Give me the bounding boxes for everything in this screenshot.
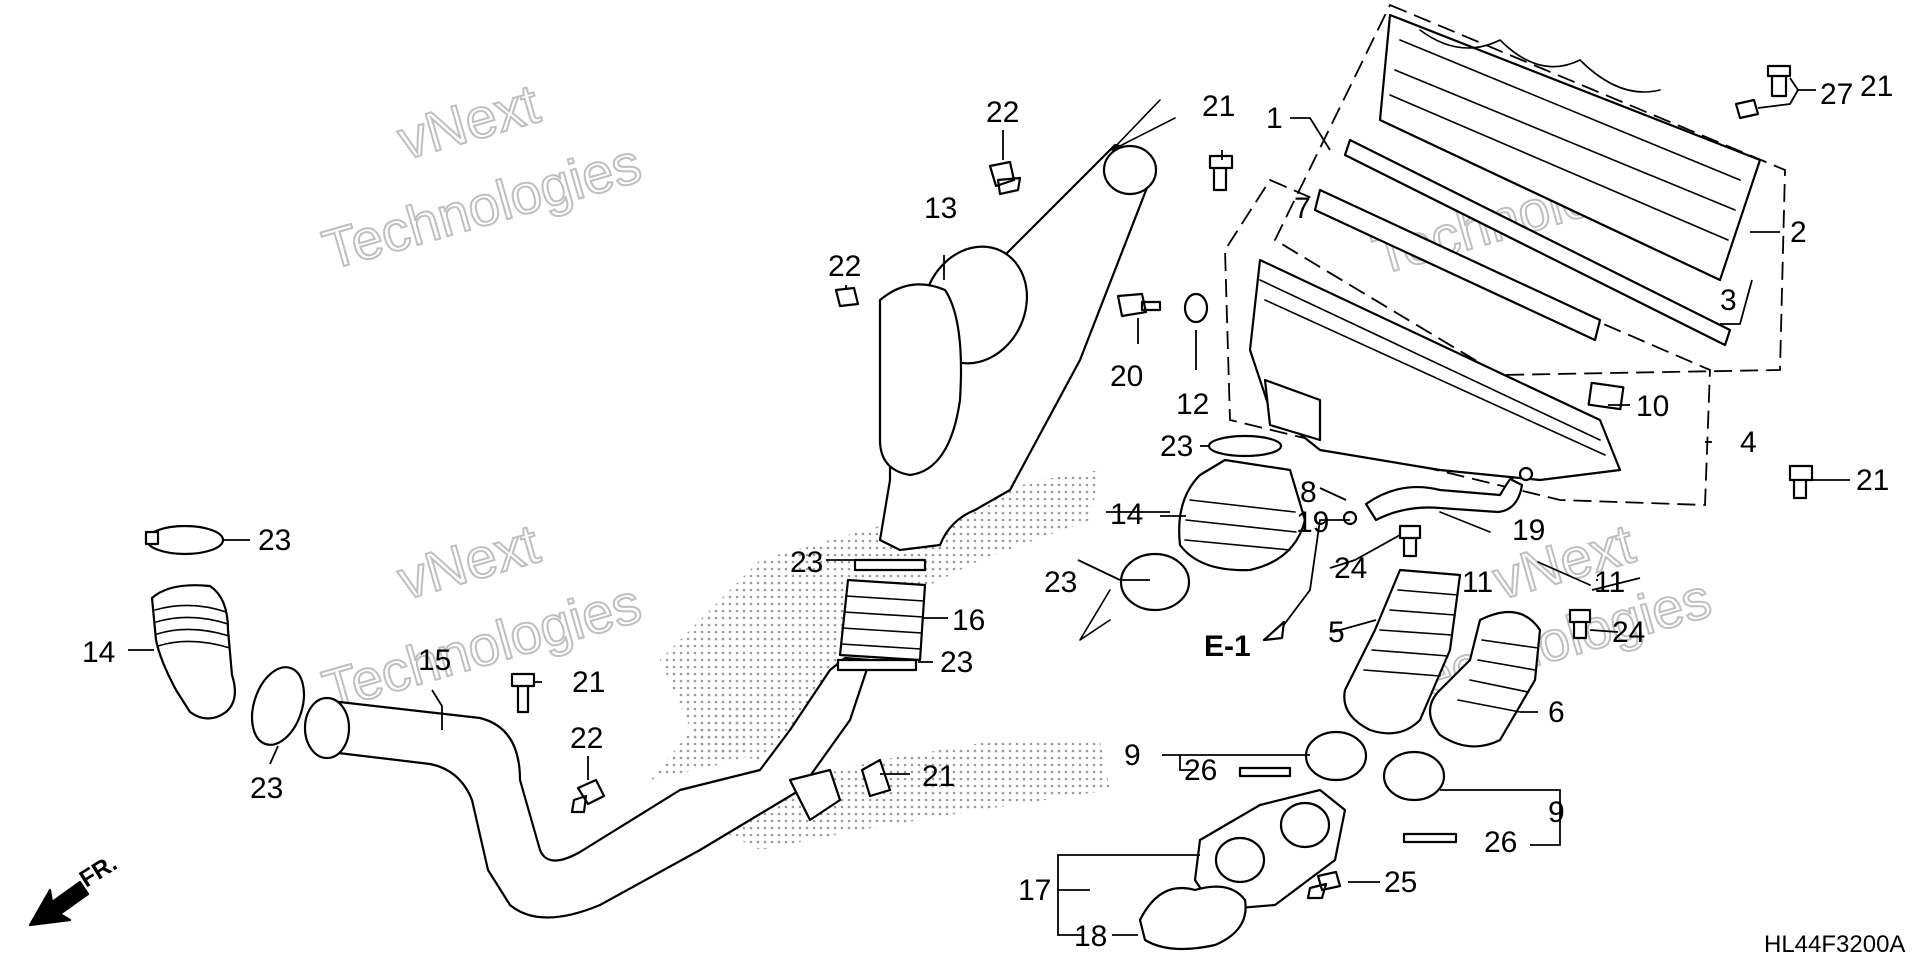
callout-21d: 21 xyxy=(922,760,955,793)
clamp-part-23 xyxy=(1119,552,1191,612)
callout-9b: 9 xyxy=(1548,796,1565,829)
clamp-part-9 xyxy=(1382,750,1446,802)
part-12 xyxy=(1183,292,1209,324)
bolt-part-26 xyxy=(1402,832,1458,844)
seal-part-23 xyxy=(836,658,918,672)
callout-21c: 21 xyxy=(572,666,605,699)
callout-1: 1 xyxy=(1266,102,1283,135)
air-cleaner-housing-part-4 xyxy=(1248,258,1622,482)
callout-4: 4 xyxy=(1740,426,1757,459)
bolt-part-25 xyxy=(1306,870,1342,900)
callout-22a: 22 xyxy=(986,96,1019,129)
callout-8: 8 xyxy=(1300,476,1317,509)
callout-17: 17 xyxy=(1018,874,1051,907)
watermark-line1: vNext xyxy=(391,71,546,171)
clip-part-22 xyxy=(834,286,860,308)
callout-23a: 23 xyxy=(258,524,291,557)
callout-9a: 9 xyxy=(1124,739,1141,772)
bolt-part-26 xyxy=(1238,766,1292,778)
callout-3: 3 xyxy=(1720,284,1737,317)
callout-14b: 14 xyxy=(1110,498,1143,531)
callout-13: 13 xyxy=(924,192,957,225)
callout-5: 5 xyxy=(1328,616,1345,649)
callout-27: 27 xyxy=(1820,78,1853,111)
part-10 xyxy=(1587,381,1625,411)
callout-23d: 23 xyxy=(940,646,973,679)
callout-2: 2 xyxy=(1790,216,1807,249)
callout-23b: 23 xyxy=(250,772,283,805)
watermark-line2: Technologies xyxy=(316,131,648,282)
bolt-part-24 xyxy=(1568,608,1592,640)
callout-24b: 24 xyxy=(1612,616,1645,649)
tube-part-11 xyxy=(1439,511,1591,586)
callout-23f: 23 xyxy=(1044,566,1077,599)
callout-6: 6 xyxy=(1548,696,1565,729)
callout-21e: 21 xyxy=(1860,70,1893,103)
seal-part-23 xyxy=(1207,434,1283,458)
breather-hose-part-8 xyxy=(1364,476,1524,522)
callout-16: 16 xyxy=(952,604,985,637)
callout-11a: 11 xyxy=(1462,566,1493,599)
callout-14a: 14 xyxy=(82,636,115,669)
clip-part-22 xyxy=(988,160,1022,196)
intake-tube-part-6 xyxy=(1428,610,1542,748)
assembly-outline-1 xyxy=(1273,3,1786,376)
intake-boot-part-14 xyxy=(1178,458,1307,572)
air-cleaner-assembly xyxy=(1079,3,1814,951)
callout-11b: 11 xyxy=(1594,566,1625,599)
callout-26a: 26 xyxy=(1184,754,1217,787)
element-frame-part-7 xyxy=(1313,188,1602,342)
gasket-part-18 xyxy=(1138,885,1247,951)
clip-part-22 xyxy=(570,778,606,814)
callout-21b: 21 xyxy=(1856,464,1889,497)
bolt-part-24 xyxy=(1398,524,1422,558)
callout-19b: 19 xyxy=(1512,514,1545,547)
filter-element-part-3 xyxy=(1343,138,1732,347)
callout-21a: 21 xyxy=(1202,90,1235,123)
grommet-part-20 xyxy=(1116,292,1162,318)
bolt-part-21 xyxy=(1788,464,1814,500)
leader-lines xyxy=(128,77,1850,936)
callout-18: 18 xyxy=(1074,920,1107,953)
callout-23e: 23 xyxy=(1160,430,1193,463)
callout-26b: 26 xyxy=(1484,826,1517,859)
clamp-part-23 xyxy=(250,666,306,746)
bolt-part-21 xyxy=(510,672,536,714)
callout-22c: 22 xyxy=(570,722,603,755)
assembly-outline-4 xyxy=(1224,178,1711,506)
callout-15: 15 xyxy=(418,644,451,677)
reference-label: E-1 xyxy=(1204,630,1251,663)
clip-part-19 xyxy=(1518,466,1534,482)
bolt-part-21 xyxy=(1208,154,1234,192)
bolt-part-27 xyxy=(1766,64,1792,98)
callout-labels: 1 2 3 4 5 6 7 8 9 9 10 11 11 12 13 14 14… xyxy=(82,70,1893,953)
callout-25: 25 xyxy=(1384,866,1417,899)
left-intake-parts xyxy=(144,99,1176,919)
front-arrow-icon xyxy=(28,880,90,927)
callout-7: 7 xyxy=(1294,192,1311,225)
callout-20: 20 xyxy=(1110,360,1143,393)
callout-22b: 22 xyxy=(828,250,861,283)
callout-19a: 19 xyxy=(1296,506,1329,539)
clamp-part-9 xyxy=(1304,730,1368,782)
diagram-code: HL44F3200A xyxy=(1764,931,1905,958)
callout-23c: 23 xyxy=(790,546,823,579)
callout-10: 10 xyxy=(1636,390,1669,423)
callout-12: 12 xyxy=(1176,388,1209,421)
callout-24a: 24 xyxy=(1334,552,1367,585)
seal-part-23 xyxy=(853,558,927,572)
clip-part-19 xyxy=(1342,510,1358,526)
watermark-line1: vNext xyxy=(391,511,546,611)
front-direction-indicator: FR. xyxy=(28,850,122,927)
